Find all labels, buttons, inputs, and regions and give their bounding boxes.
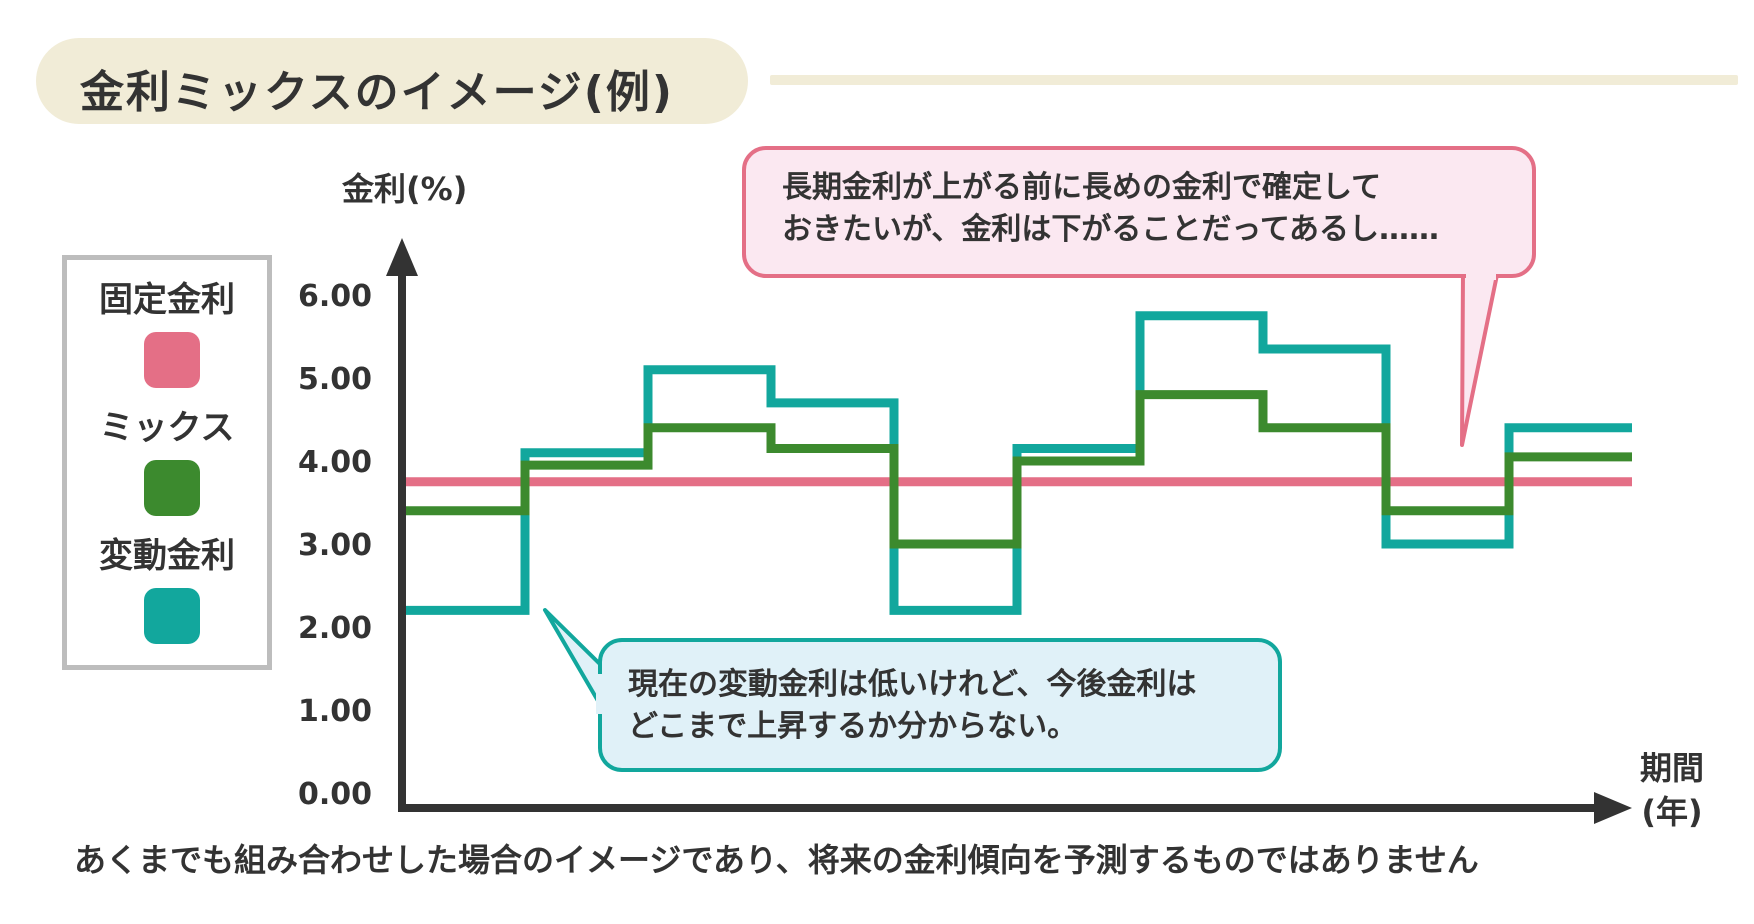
x-axis-title-line2: (年): [1641, 793, 1703, 831]
y-tick-label: 4.00: [298, 445, 372, 480]
series-line-2: [402, 390, 1632, 549]
callout-bottom-line2: どこまで上昇するか分からない。: [628, 709, 1078, 744]
y-axis-arrow: [386, 238, 418, 276]
callout-top-box: [742, 146, 1536, 278]
x-axis-arrow: [1594, 792, 1632, 824]
legend-label-fixed: 固定金利: [99, 280, 235, 320]
page-title: 金利ミックスのイメージ(例): [80, 67, 675, 118]
legend: 固定金利 ミックス 変動金利: [62, 255, 272, 670]
x-axis-title-line1: 期間: [1639, 749, 1704, 787]
legend-swatch-variable: [144, 588, 200, 644]
y-axis-title: 金利(%): [342, 170, 468, 208]
legend-swatch-fixed: [144, 332, 200, 388]
callout-bottom-pointer-join: [596, 674, 610, 714]
y-tick-label: 5.00: [298, 362, 372, 397]
callout-top-line1: 長期金利が上がる前に長めの金利で確定して: [782, 170, 1382, 205]
y-tick-label: 0.00: [298, 777, 372, 812]
legend-label-mix: ミックス: [99, 408, 235, 448]
y-tick-label: 2.00: [298, 611, 372, 646]
legend-label-variable: 変動金利: [99, 536, 235, 576]
callout-bottom-line1: 現在の変動金利は低いけれど、今後金利は: [628, 667, 1197, 702]
callout-top-pointer: [1460, 268, 1500, 447]
y-tick-label: 6.00: [298, 279, 372, 314]
x-axis-title: 期間 (年): [1612, 746, 1732, 834]
y-tick-label: 1.00: [298, 694, 372, 729]
y-tick-label: 3.00: [298, 528, 372, 563]
title-pill: [36, 38, 748, 124]
legend-swatch-mix: [144, 460, 200, 516]
callout-top-pointer-join: [1466, 266, 1496, 280]
title-divider: [770, 75, 1738, 85]
footnote: あくまでも組み合わせした場合のイメージであり、将来の金利傾向を予測するものではあ…: [74, 841, 1479, 879]
callout-top-line2: おきたいが、金利は下がることだってあるし……: [782, 212, 1439, 247]
